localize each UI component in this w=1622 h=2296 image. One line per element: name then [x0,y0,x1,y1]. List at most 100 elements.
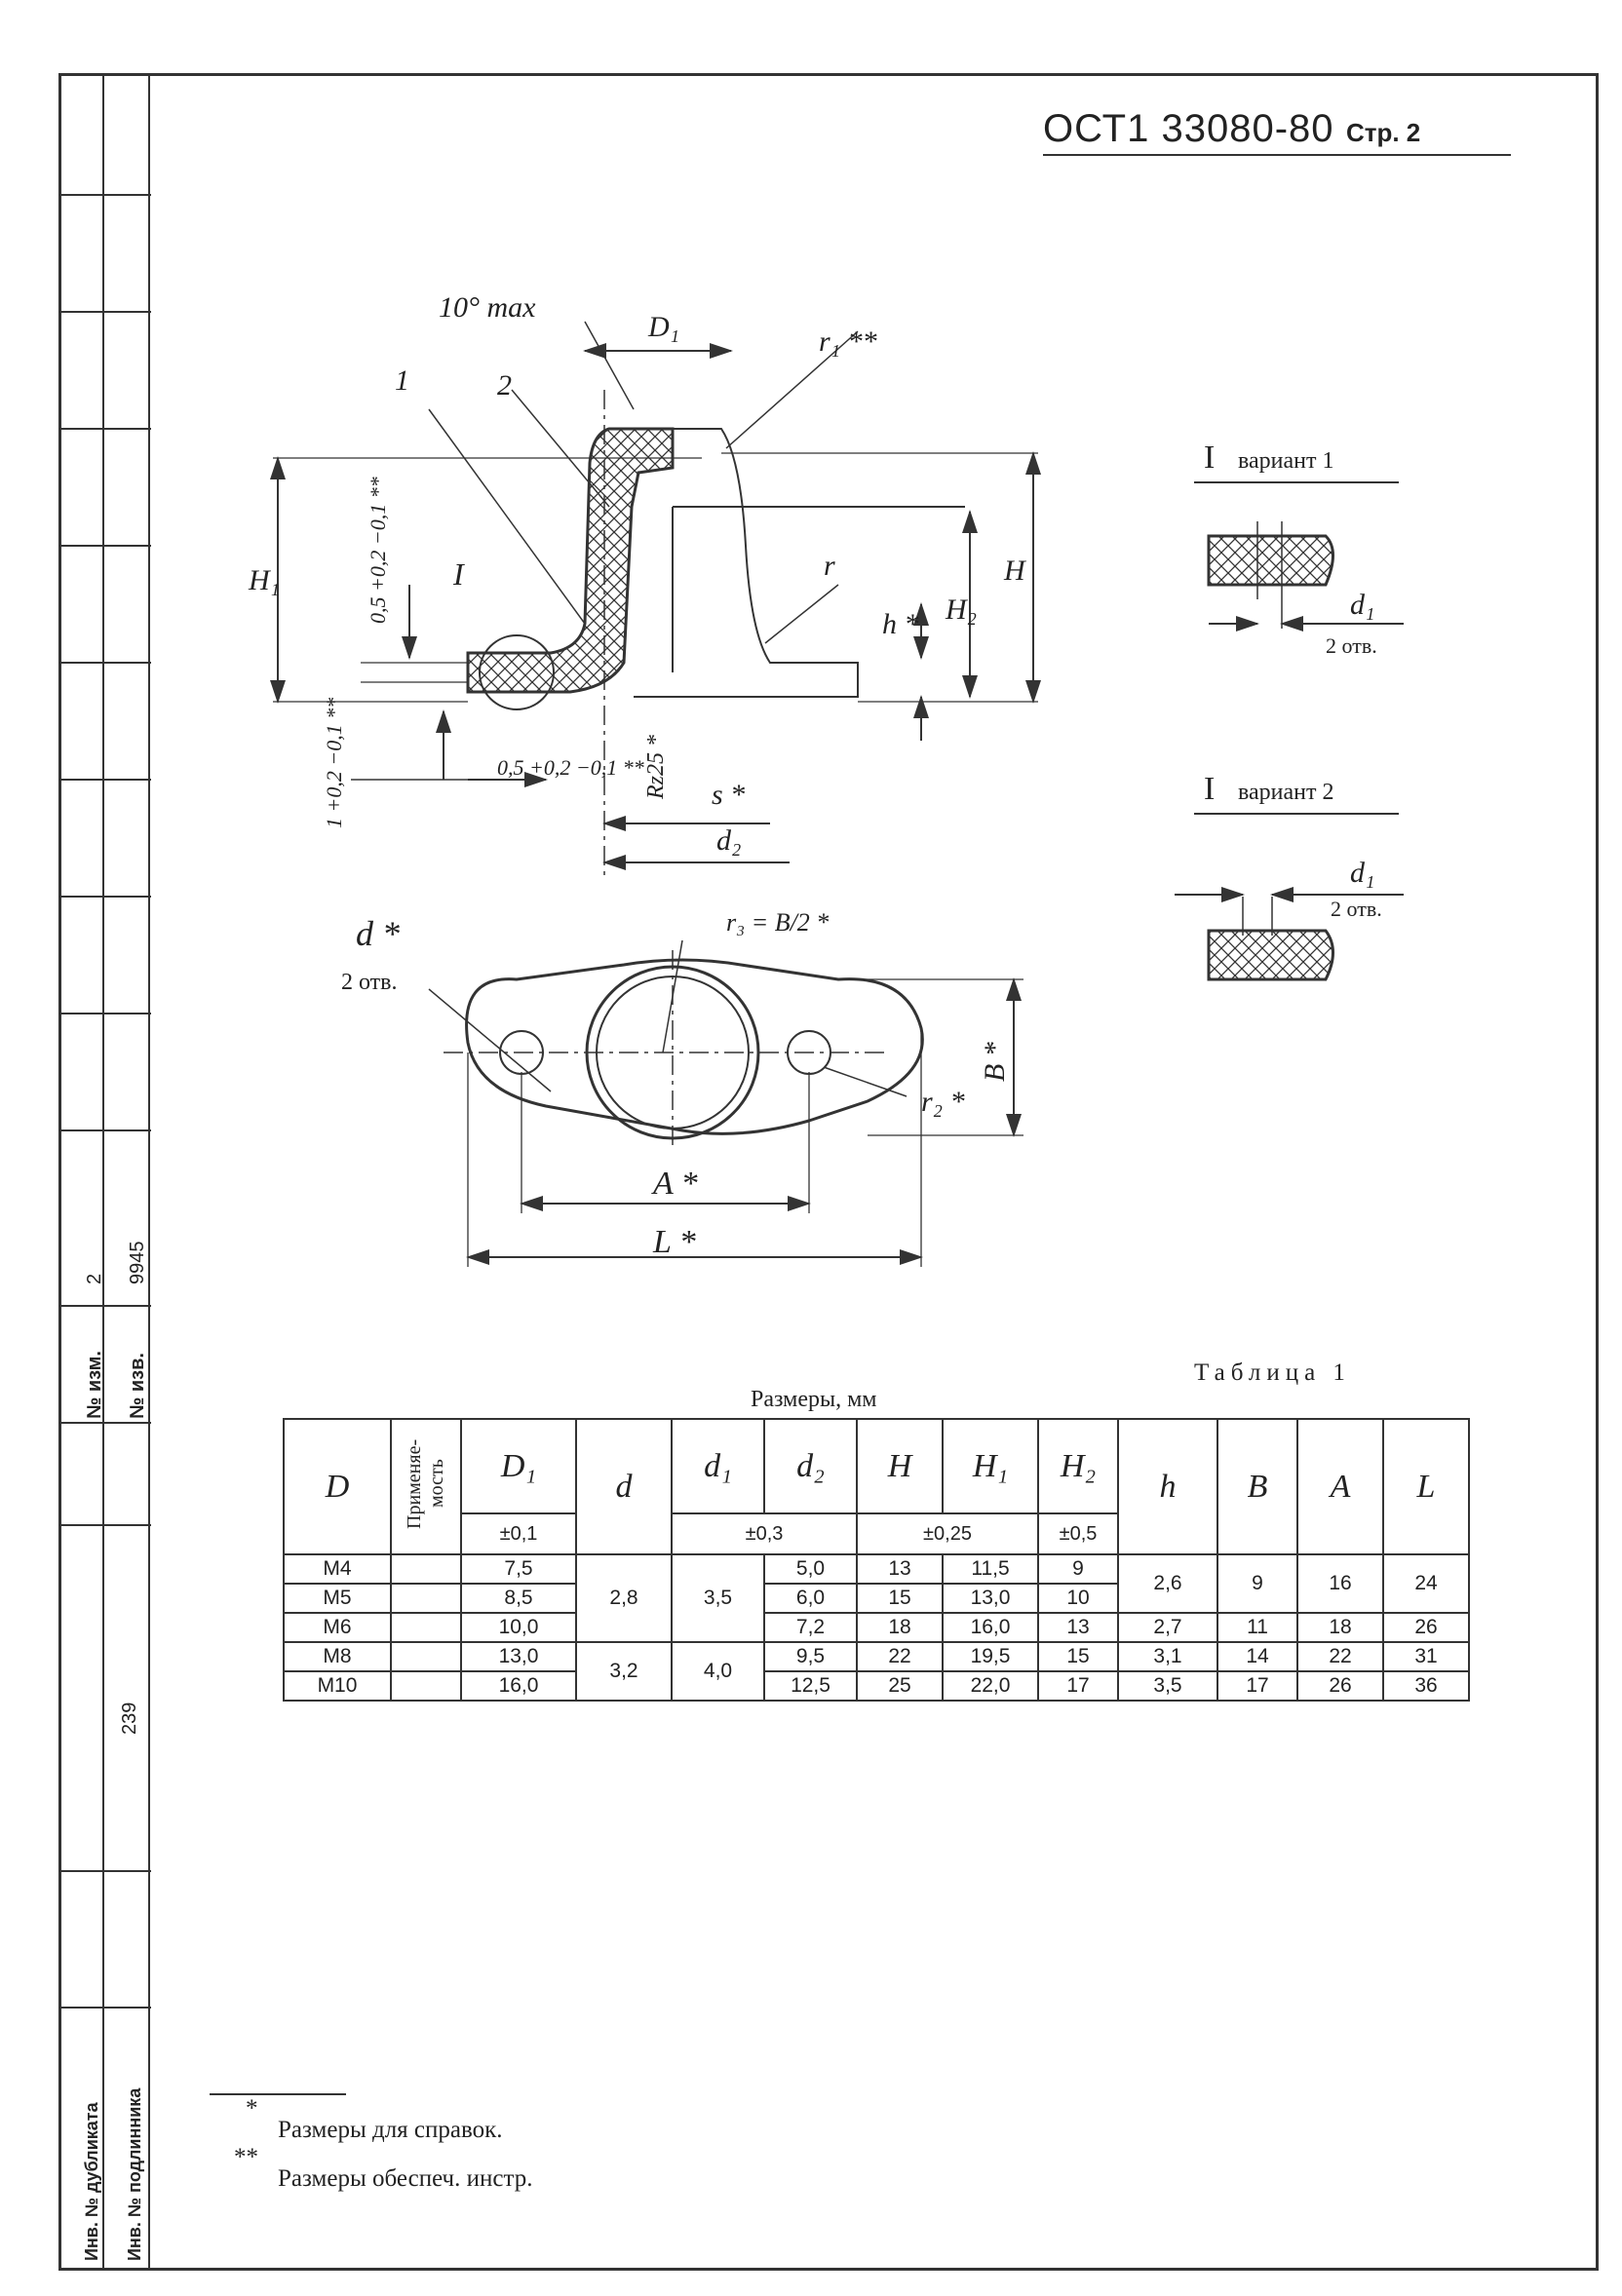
s-label: s * [712,779,745,811]
cell-L: 26 [1382,1612,1470,1643]
col-d1: d₁ [671,1418,765,1514]
flange-outline [465,958,924,1135]
cell-B: 14 [1216,1641,1298,1672]
cell-d2: 6,0 [763,1583,858,1614]
cell-d2: 7,2 [763,1612,858,1643]
B-label: B * [979,1042,1011,1082]
cell-H2: 13 [1037,1612,1119,1643]
cell-h: 3,5 [1117,1670,1218,1702]
page-number: Стр. 2 [1345,118,1421,147]
footnote-2-mark: ** [234,2144,258,2170]
cell-B: 9 [1216,1553,1298,1614]
cell-H1: 22,0 [942,1670,1039,1702]
cell-D: M4 [283,1553,392,1585]
table-row: M6 10,0 7,2 18 16,0 13 2,7 11 18 26 [283,1612,1470,1643]
v1-d1: d₁ [1350,589,1374,621]
cell-H: 15 [856,1583,944,1614]
cell-L: 36 [1382,1670,1470,1702]
D1-label: D₁ [647,311,679,343]
col-d2: d₂ [763,1418,858,1514]
tol-H-H1: ±0,25 [856,1512,1039,1555]
cell-D1: 13,0 [460,1641,577,1672]
cell-d2: 5,0 [763,1553,858,1585]
A-label: A * [651,1166,698,1202]
H1-label: H₁ [248,564,280,596]
v1-holes: 2 отв. [1326,633,1377,658]
cell-H2: 9 [1037,1553,1119,1585]
d2-label: d₂ [716,824,741,857]
v2-mark: I [1204,771,1215,807]
cell-H1: 13,0 [942,1583,1039,1614]
body-outline [634,428,859,698]
cell-H: 22 [856,1641,944,1672]
section-view [270,321,1041,877]
side-stamp-strip [58,73,151,2271]
col-H1: H₁ [942,1418,1039,1514]
cell-H1: 16,0 [942,1612,1039,1643]
cell-L: 31 [1382,1641,1470,1672]
footnote-1-mark: * [246,2095,258,2122]
gasket-section [466,427,675,694]
detail-variant-1 [1194,481,1404,631]
r-label: r [824,550,835,582]
detail-variant-2 [1175,813,1404,981]
roughness-label: Rz25 * [643,735,669,800]
cell-D1: 8,5 [460,1583,577,1614]
header-underline [1043,154,1511,156]
col-L: L [1382,1418,1470,1555]
v2-holes: 2 отв. [1331,897,1382,921]
side-col-1 [58,73,104,2271]
angle-label: 10° max [439,291,536,324]
cell-D: M8 [283,1641,392,1672]
d-label: d * [356,914,400,953]
page-header: ОСТ1 33080-80 Стр. 2 [1043,107,1420,151]
h-label: h * [882,608,919,640]
table-caption: Таблица 1 [1194,1359,1351,1386]
cell-appl [390,1583,462,1614]
cell-d2: 9,5 [763,1641,858,1672]
table-row: M5 8,5 6,0 15 13,0 10 [283,1583,1469,1614]
cell-B: 17 [1216,1670,1298,1702]
cell-d: 2,8 [575,1553,673,1643]
plan-view [428,939,1023,1267]
col-D1: D₁ [460,1418,577,1514]
cell-H2: 15 [1037,1641,1119,1672]
cell-d: 3,2 [575,1641,673,1702]
col-h: h [1117,1418,1218,1555]
cell-D1: 10,0 [460,1612,577,1643]
cell-D: M6 [283,1612,392,1643]
tol-D1: ±0,1 [460,1512,577,1555]
v2-d1: d₁ [1350,857,1374,889]
cell-appl [390,1553,462,1585]
v1-mark: I [1204,440,1215,476]
holes-label: 2 отв. [341,970,398,995]
footnote-rule [210,2093,346,2095]
cell-H2: 17 [1037,1670,1119,1702]
L-label: L * [652,1224,696,1260]
detail-mark: I [452,556,465,592]
cell-appl [390,1641,462,1672]
sheet-frame [58,73,1599,2271]
tol1-label: 0,5 +0,2 −0,1 ** [366,477,390,624]
v1-title: вариант 1 [1238,448,1334,474]
standard-code: ОСТ1 33080-80 [1043,107,1334,150]
v2-title: вариант 2 [1238,780,1334,805]
r2-label: r₂ * [921,1086,965,1118]
footnote-2-text: Размеры обеспеч. инстр. [278,2165,533,2192]
item1-label: 1 [395,364,409,397]
cell-H: 13 [856,1553,944,1585]
cell-h: 2,6 [1117,1553,1218,1614]
item2-label: 2 [497,369,512,402]
dimensions-table: D Применяе-мость D₁ d d₁ d₂ H H₁ H₂ h B … [283,1418,1470,1702]
cell-B: 11 [1216,1612,1298,1643]
col-D: D [283,1418,392,1555]
cell-D: M5 [283,1583,392,1614]
col-d: d [575,1418,673,1555]
cell-H1: 11,5 [942,1553,1039,1585]
cell-H2: 10 [1037,1583,1119,1614]
cell-h: 3,1 [1117,1641,1218,1672]
col-H: H [856,1418,944,1514]
col-applicability: Применяе-мость [390,1418,462,1555]
